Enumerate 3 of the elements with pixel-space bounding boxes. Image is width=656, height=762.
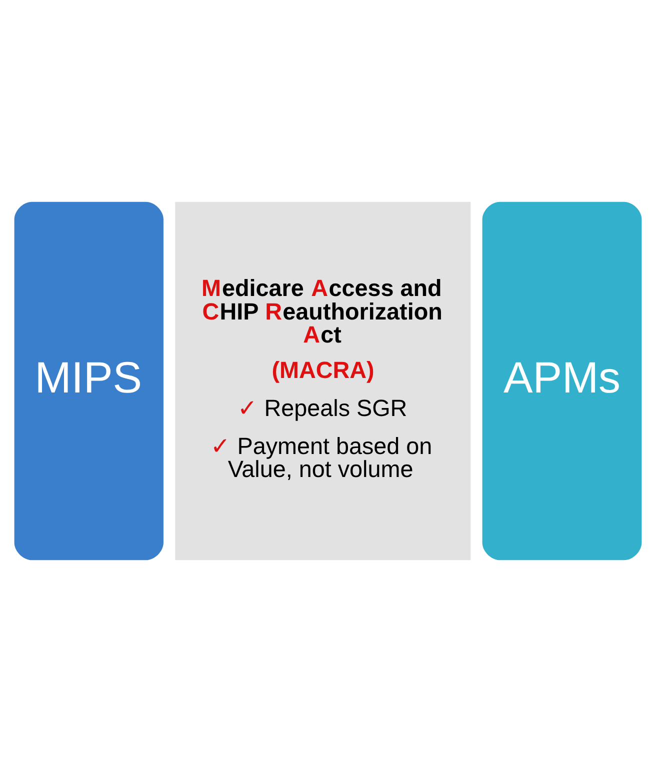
node-box: Medicare Access and CHIP Reauthorization Act (MACRA) ✓ Repeals SGR ✓ Payment based on Value, not volume <box>175 202 471 560</box>
node-box: APMs <box>482 202 642 560</box>
node-box: MIPS <box>14 202 164 560</box>
